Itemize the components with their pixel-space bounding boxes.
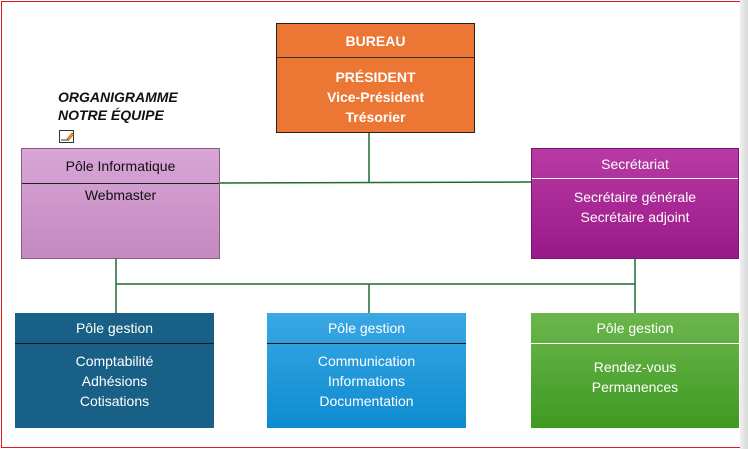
bureau-line: Vice-Président (326, 89, 424, 105)
pole-gestion-1-box: Pôle gestion Comptabilité Adhésions Coti… (15, 313, 214, 428)
bureau-line: Trésorier (345, 109, 406, 125)
pole-gestion-2-line: Informations (327, 373, 406, 389)
bureau-header: BUREAU (277, 24, 474, 58)
pole-gestion-1-line: Comptabilité (75, 353, 154, 369)
secretariat-line: Secrétaire adjoint (580, 209, 690, 225)
scroll-edge (740, 0, 748, 449)
bureau-box: BUREAU PRÉSIDENT Vice-Président Trésorie… (276, 23, 475, 133)
pole-gestion-3-header: Pôle gestion (531, 313, 739, 344)
pole-gestion-1-line: Adhésions (81, 373, 148, 389)
edit-icon[interactable] (59, 130, 75, 144)
pole-gestion-2-body: Communication Informations Documentation (267, 344, 466, 411)
pole-gestion-2-header: Pôle gestion (267, 313, 466, 344)
pole-informatique-box: Pôle Informatique Webmaster (21, 148, 220, 259)
title-line-1: ORGANIGRAMME (58, 89, 178, 105)
pole-gestion-2-box: Pôle gestion Communication Informations … (267, 313, 466, 428)
pole-gestion-1-line: Cotisations (79, 393, 150, 409)
pole-gestion-3-box: Pôle gestion Rendez-vous Permanences (531, 313, 739, 428)
pole-gestion-2-line: Documentation (319, 393, 414, 409)
pole-gestion-3-line: Rendez-vous (593, 359, 677, 375)
secretariat-header: Secrétariat (532, 149, 738, 179)
secretariat-box: Secrétariat Secrétaire générale Secrétai… (531, 148, 739, 259)
secretariat-line: Secrétaire générale (573, 189, 697, 205)
connector-top-horizontal (219, 181, 532, 184)
pole-informatique-header: Pôle Informatique (22, 149, 219, 184)
pole-gestion-3-body: Rendez-vous Permanences (531, 344, 739, 397)
pole-gestion-1-body: Comptabilité Adhésions Cotisations (15, 344, 214, 411)
bureau-line: PRÉSIDENT (335, 69, 416, 85)
pole-gestion-3-line: Permanences (591, 379, 679, 395)
bureau-body: PRÉSIDENT Vice-Président Trésorier (277, 58, 474, 127)
chart-title: ORGANIGRAMME NOTRE ÉQUIPE (58, 88, 178, 124)
pole-informatique-line: Webmaster (84, 187, 157, 203)
pole-informatique-body: Webmaster (22, 184, 219, 203)
title-line-2: NOTRE ÉQUIPE (58, 107, 164, 123)
secretariat-body: Secrétaire générale Secrétaire adjoint (532, 179, 738, 227)
pole-gestion-2-line: Communication (317, 353, 416, 369)
pole-gestion-1-header: Pôle gestion (15, 313, 214, 344)
